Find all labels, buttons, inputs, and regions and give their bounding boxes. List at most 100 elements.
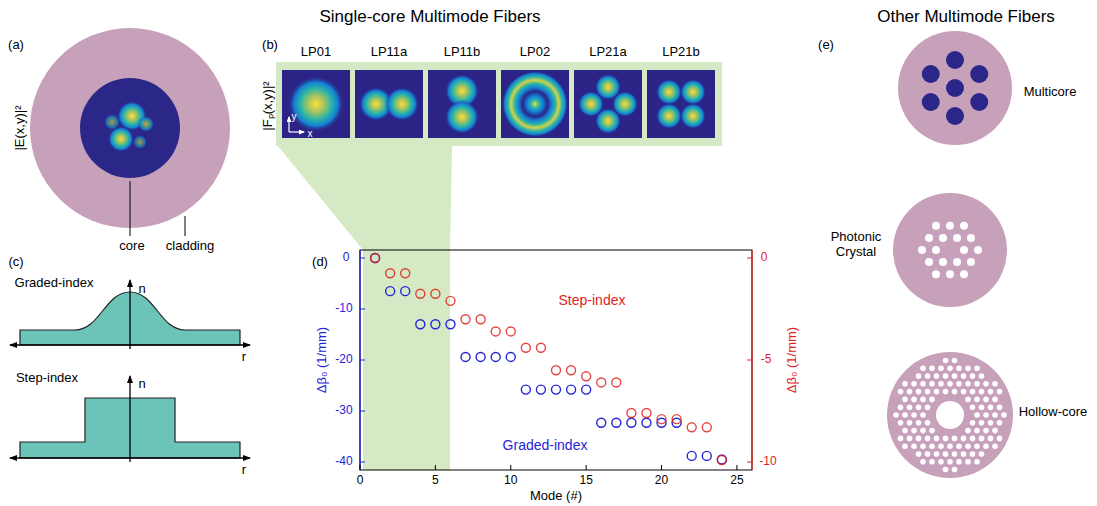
air-hole [979,420,985,426]
graded-point [536,385,545,394]
series-label: Graded-index [503,437,588,453]
graded-point [416,320,425,329]
air-hole [952,436,958,442]
air-hole [938,381,944,387]
air-hole [979,404,985,410]
graded-point [687,451,696,460]
air-hole [920,412,926,418]
axis-letter: n [138,282,145,297]
tick-label: -30 [335,404,352,418]
tick [360,309,365,310]
air-hole [932,270,940,278]
graded-point [717,455,726,464]
air-hole [916,404,922,410]
air-hole [997,389,1003,395]
air-hole [916,420,922,426]
air-hole [961,436,967,442]
step-point [371,254,380,263]
graded-point [642,418,651,427]
mode-panel: LP11b [428,42,496,138]
air-hole [979,436,985,442]
fiber-name: Multicore [1024,85,1077,100]
air-hole [920,381,926,387]
step-point [416,289,425,298]
tick [510,465,511,470]
air-hole [934,436,940,442]
air-hole [970,420,976,426]
air-hole [965,397,971,403]
air-hole [898,404,904,410]
air-hole [911,397,917,403]
section-title: Other Multimode Fibers [877,7,1055,27]
air-hole [967,258,975,266]
air-hole [925,389,931,395]
air-hole [988,420,994,426]
air-hole [956,443,962,449]
profile-name: Graded-index [15,276,94,291]
mode-panel: LP01 [282,42,350,138]
air-hole [983,381,989,387]
air-hole [970,436,976,442]
air-hole [970,389,976,395]
air-hole [997,404,1003,410]
fiber-name: Hollow-core [1019,405,1088,420]
axis-letter: x [308,128,313,140]
step-point [506,327,515,336]
photonic-crystal-fiber [893,193,1007,307]
air-hole [974,443,980,449]
air-hole [979,451,985,457]
panel-letter: (d) [312,255,328,270]
air-hole [920,397,926,403]
air-hole [920,428,926,434]
air-hole [929,459,935,465]
air-hole [920,365,926,371]
air-hole [974,428,980,434]
step-point [672,415,681,424]
air-hole [898,420,904,426]
tick-label: 0 [357,474,364,488]
tick [747,462,752,463]
dispersion-plot [360,250,752,470]
tick-label: -10 [335,302,352,316]
axis-letter: y [292,111,297,123]
air-hole [960,270,968,278]
mode-image [647,70,715,138]
mode-name: LP02 [501,42,569,62]
air-hole [983,443,989,449]
fiber-core [946,107,964,125]
air-hole [939,234,947,242]
graded-point [552,385,561,394]
axis-letter: r [242,350,246,365]
air-hole [974,459,980,465]
air-hole [929,397,935,403]
air-hole [934,373,940,379]
air-hole [947,365,953,371]
step-point [612,378,621,387]
air-hole [974,381,980,387]
air-hole [992,381,998,387]
tick [360,465,361,470]
air-hole [988,436,994,442]
graded-point [386,287,395,296]
air-hole [997,436,1003,442]
air-hole [929,443,935,449]
step-point [552,366,561,375]
air-hole [907,389,913,395]
graded-point [401,287,410,296]
graded-point [627,418,636,427]
air-hole [974,365,980,371]
graded-point [702,451,711,460]
axis-label: |E(x,y)|² [13,105,28,150]
air-hole [911,412,917,418]
mode-name: LP21a [574,42,642,62]
tick-label: -40 [335,455,352,469]
panel-letter: (e) [818,38,834,53]
step-point [642,409,651,418]
air-hole [970,451,976,457]
tick-label: 0 [343,251,350,265]
air-hole [979,373,985,379]
step-point [717,455,726,464]
mode-panel: LP11a [355,42,423,138]
step-point [431,289,440,298]
air-hole [983,412,989,418]
